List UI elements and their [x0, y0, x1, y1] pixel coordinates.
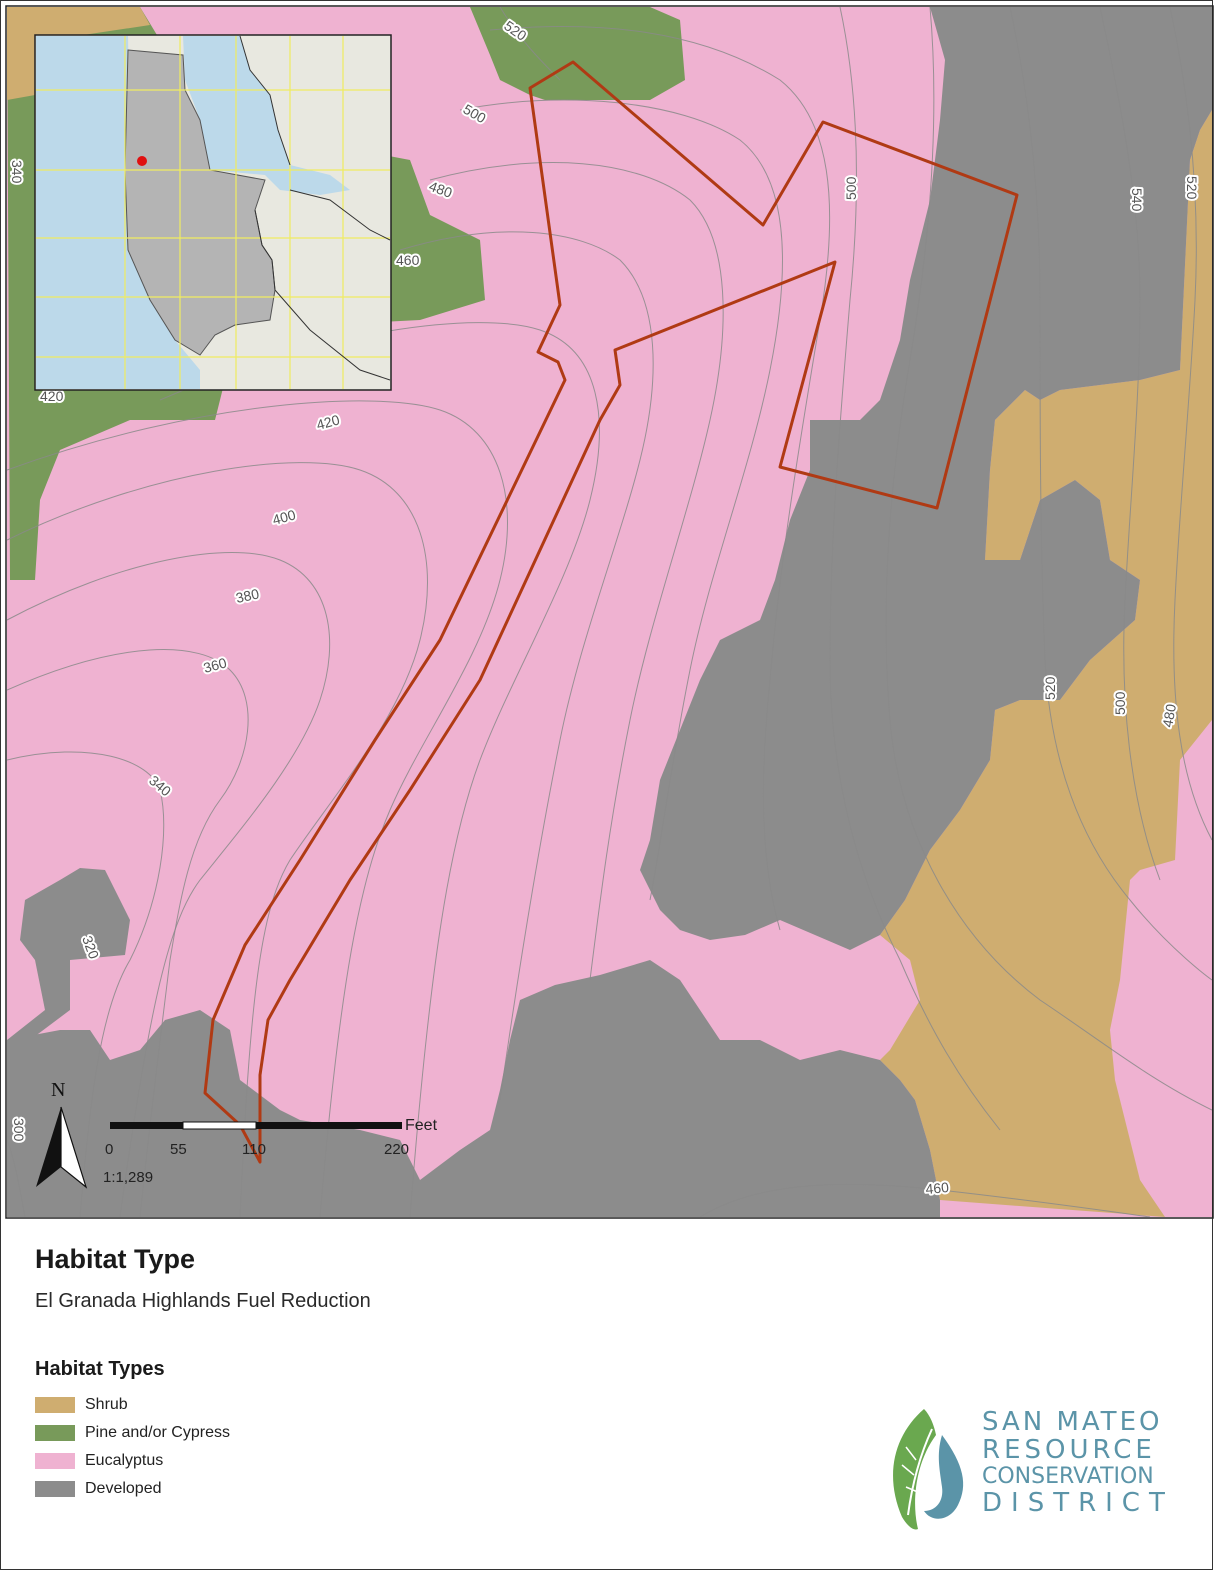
contour-label: 480: [1159, 703, 1179, 729]
locator-grid: [36, 36, 390, 389]
legend-swatch: [35, 1397, 75, 1413]
legend-label: Eucalyptus: [85, 1452, 164, 1469]
logo-line: RESOURCE: [982, 1435, 1156, 1465]
contour-label: 420: [40, 388, 64, 404]
logo-text: SAN MATEO RESOURCE CONSERVATION DISTRICT: [982, 1409, 1174, 1516]
contour-label: 300: [11, 1118, 27, 1142]
scale-tick-label: 220: [384, 1141, 409, 1158]
legend-item-shrub: Shrub: [35, 1391, 230, 1419]
shrub-area: [7, 7, 150, 100]
scale-tick-label: 0: [105, 1141, 113, 1158]
legend-label: Developed: [85, 1480, 162, 1497]
scale-bar: 0 55 110 220 Feet 1:1,289: [103, 1117, 438, 1186]
rcd-logo: SAN MATEO RESOURCE CONSERVATION DISTRICT: [884, 1405, 1184, 1535]
habitat-map: 520 500 480 460 420 400 380 360 340 320 …: [5, 5, 1214, 1219]
contour-label: 460: [925, 1179, 950, 1197]
scale-tick-label: 55: [170, 1141, 187, 1158]
map-subtitle: El Granada Highlands Fuel Reduction: [35, 1290, 371, 1312]
scale-tick-label: 110: [242, 1141, 266, 1158]
locator-bay: [183, 36, 350, 195]
legend-item-pine-cypress: Pine and/or Cypress: [35, 1419, 230, 1447]
contour-label: 520: [1184, 176, 1200, 200]
legend-item-developed: Developed: [35, 1475, 230, 1503]
legend-swatch: [35, 1453, 75, 1469]
contour-label: 540: [1129, 188, 1145, 212]
locator-inset-map: [34, 34, 392, 391]
contour-label: 460: [396, 252, 420, 268]
scale-ratio: 1:1,289: [103, 1169, 153, 1186]
north-arrow-label: N: [51, 1079, 65, 1101]
legend: Shrub Pine and/or Cypress Eucalyptus Dev…: [35, 1391, 230, 1503]
scale-unit: Feet: [405, 1117, 438, 1134]
legend-swatch: [35, 1425, 75, 1441]
legend-label: Pine and/or Cypress: [85, 1424, 230, 1441]
contour-label: 500: [843, 176, 859, 200]
developed-area: [7, 868, 130, 1050]
north-arrow: N: [36, 1079, 88, 1189]
contour-label: 340: [9, 160, 25, 184]
legend-swatch: [35, 1481, 75, 1497]
leaf-drop-icon: [893, 1409, 964, 1530]
logo-line: SAN MATEO: [982, 1407, 1163, 1437]
logo-line: DISTRICT: [982, 1488, 1174, 1518]
shrub-area: [880, 110, 1212, 1217]
legend-item-eucalyptus: Eucalyptus: [35, 1447, 230, 1475]
locator-ocean: [36, 36, 200, 389]
contour-lines: [7, 7, 1212, 1217]
developed-area: [640, 7, 1212, 950]
contour-label: 520: [1042, 676, 1058, 700]
contour-label: 500: [1112, 691, 1128, 715]
project-boundary: [203, 60, 1019, 1164]
developed-area: [7, 960, 940, 1217]
logo-line: CONSERVATION: [982, 1464, 1154, 1489]
legend-title: Habitat Types: [35, 1358, 165, 1380]
map-title: Habitat Type: [35, 1244, 196, 1274]
legend-label: Shrub: [85, 1396, 128, 1413]
locator-marker: [137, 156, 147, 166]
